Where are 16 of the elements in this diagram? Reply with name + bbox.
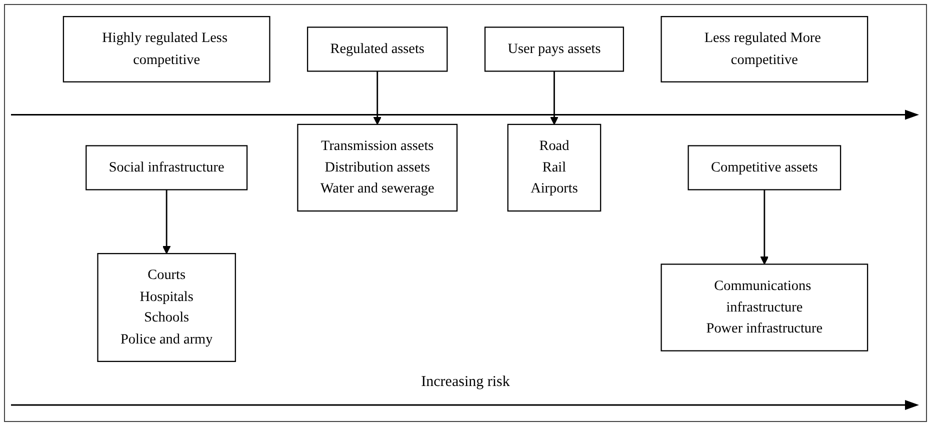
- frame-border: Highly regulated Less competitive Less regulated More competitive Social infrastructure Courts Hospitals Schools Police and army Regulated assets Transmission assets Distribution assets Water and sewerage User pays assets Road Rail Airports Competitive assets Communications infrastructure Power infrastructure Increasing risk: [4, 4, 927, 422]
- arrow: [550, 71, 558, 125]
- node-box: [306, 26, 448, 72]
- arrow: [373, 71, 382, 125]
- node-box: [688, 145, 842, 190]
- node-box: [507, 124, 602, 212]
- node-box: [660, 16, 868, 82]
- node-box: [97, 253, 236, 362]
- arrow: [162, 190, 171, 254]
- arrow: [760, 190, 769, 265]
- node-box: [660, 264, 868, 352]
- node-box: [62, 16, 270, 82]
- node-box: [297, 124, 458, 212]
- axis-label: Increasing risk: [421, 374, 510, 391]
- node-box: [484, 26, 624, 72]
- node-box: [86, 145, 248, 190]
